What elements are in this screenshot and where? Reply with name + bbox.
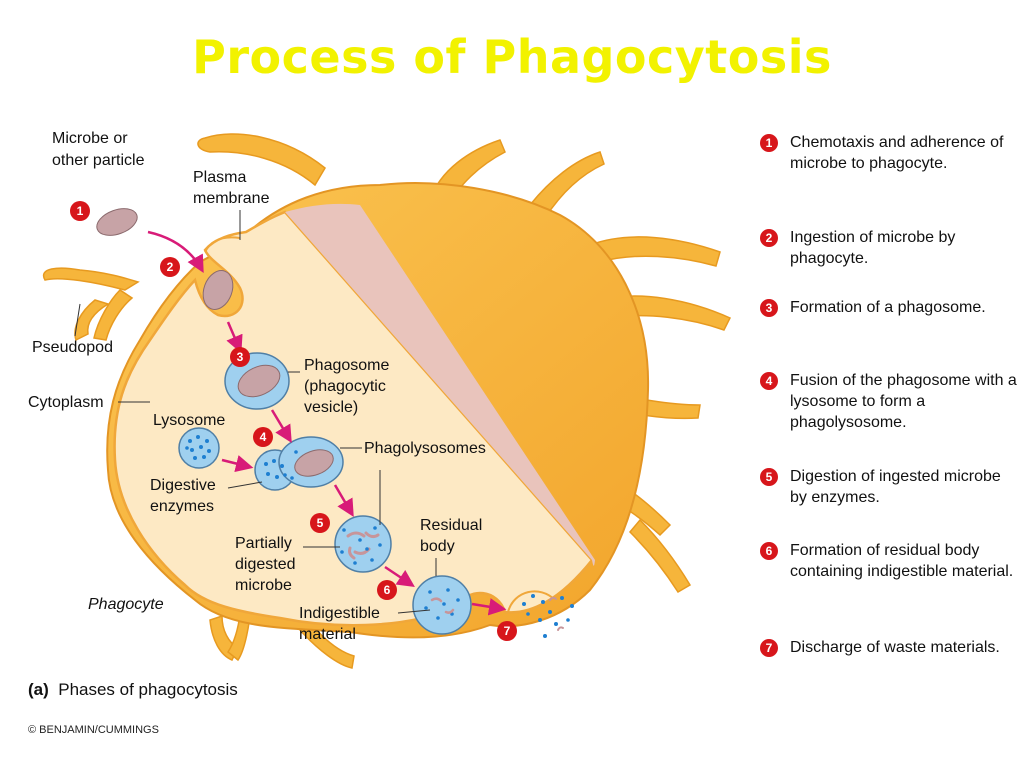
- microbe-1: [96, 208, 138, 236]
- label-phagosome-line2: (phagocytic: [304, 378, 386, 395]
- label-indigestible-line2: material: [299, 626, 356, 643]
- slide-title: Process of Phagocytosis: [192, 30, 832, 84]
- diagram-step-3-badge: 3: [230, 347, 250, 367]
- label-cytoplasm: Cytoplasm: [28, 394, 104, 411]
- label-partially-digested-line3: microbe: [235, 577, 292, 594]
- svg-text:3: 3: [237, 350, 244, 364]
- label-microbe-line1: Microbe or: [52, 130, 128, 147]
- figure-caption: (a) Phases of phagocytosis: [28, 680, 238, 700]
- step-5-text: Digestion of ingested microbe by enzymes…: [790, 468, 1001, 506]
- label-digestive-enzymes-line1: Digestive: [150, 477, 216, 494]
- step-7-text: Discharge of waste materials.: [790, 639, 1000, 656]
- cut-plane: [285, 203, 595, 566]
- step-6-text: Formation of residual body containing in…: [790, 542, 1014, 580]
- label-plasma-membrane-line1: Plasma: [193, 169, 246, 186]
- step-4-text: Fusion of the phagosome with a lysosome …: [790, 372, 1017, 431]
- svg-text:7: 7: [504, 624, 511, 638]
- step-1-text: Chemotaxis and adherence of microbe to p…: [790, 134, 1004, 172]
- lysosome: [178, 427, 220, 469]
- label-pseudopod: Pseudopod: [32, 339, 113, 356]
- label-partially-digested-line1: Partially: [235, 535, 292, 552]
- diagram-step-5-badge: 5: [310, 513, 330, 533]
- label-phagocyte: Phagocyte: [88, 596, 164, 613]
- microbe-2: [202, 270, 234, 310]
- svg-text:2: 2: [167, 260, 174, 274]
- diagram-step-2-badge: 2: [160, 257, 180, 277]
- diagram-step-1-badge: 1: [70, 201, 90, 221]
- caption-text: Phases of phagocytosis: [58, 680, 238, 699]
- label-residual-body-line1: Residual: [420, 517, 482, 534]
- waste-discharge: [507, 590, 574, 638]
- label-phagolysosomes: Phagolysosomes: [364, 440, 486, 457]
- step-4-badge: 4: [760, 372, 778, 390]
- step-1-badge: 1: [760, 134, 778, 152]
- svg-text:4: 4: [260, 430, 267, 444]
- label-partially-digested-line2: digested: [235, 556, 296, 573]
- step-2-text: Ingestion of microbe by phagocyte.: [790, 229, 956, 267]
- step-3-text: Formation of a phagosome.: [790, 299, 986, 316]
- diagram-step-4-badge: 4: [253, 427, 273, 447]
- label-residual-body-line2: body: [420, 538, 455, 555]
- copyright-notice: © BENJAMIN/CUMMINGS: [28, 724, 159, 736]
- residual-body: [412, 575, 472, 635]
- label-phagosome-line1: Phagosome: [304, 357, 389, 374]
- process-arrows: [147, 230, 507, 616]
- step-2-badge: 2: [760, 229, 778, 247]
- step-3-badge: 3: [760, 299, 778, 317]
- phagosome: [224, 352, 290, 410]
- label-phagosome-line3: vesicle): [304, 399, 358, 416]
- label-lysosome: Lysosome: [153, 412, 225, 429]
- step-5-badge: 5: [760, 468, 778, 486]
- caption-prefix: (a): [28, 680, 49, 699]
- svg-text:5: 5: [317, 516, 324, 530]
- step-6-badge: 6: [760, 542, 778, 560]
- diagram-labels: Microbe or other particle Plasma membran…: [28, 130, 486, 643]
- label-plasma-membrane-line2: membrane: [193, 190, 270, 207]
- label-microbe-line2: other particle: [52, 152, 145, 169]
- label-digestive-enzymes-line2: enzymes: [150, 498, 214, 515]
- svg-text:1: 1: [77, 204, 84, 218]
- phagolysosome-digesting: [334, 515, 392, 573]
- svg-text:6: 6: [384, 583, 391, 597]
- membrane-notch: [204, 236, 241, 253]
- step-7-badge: 7: [760, 639, 778, 657]
- diagram-step-badges: 1 2 3 4 5 6 7: [70, 201, 517, 641]
- diagram-step-6-badge: 6: [377, 580, 397, 600]
- diagram-step-7-badge: 7: [497, 621, 517, 641]
- leader-lines: [74, 210, 437, 614]
- label-indigestible-line1: Indigestible: [299, 605, 380, 622]
- phagolysosome-fusing: [254, 436, 344, 491]
